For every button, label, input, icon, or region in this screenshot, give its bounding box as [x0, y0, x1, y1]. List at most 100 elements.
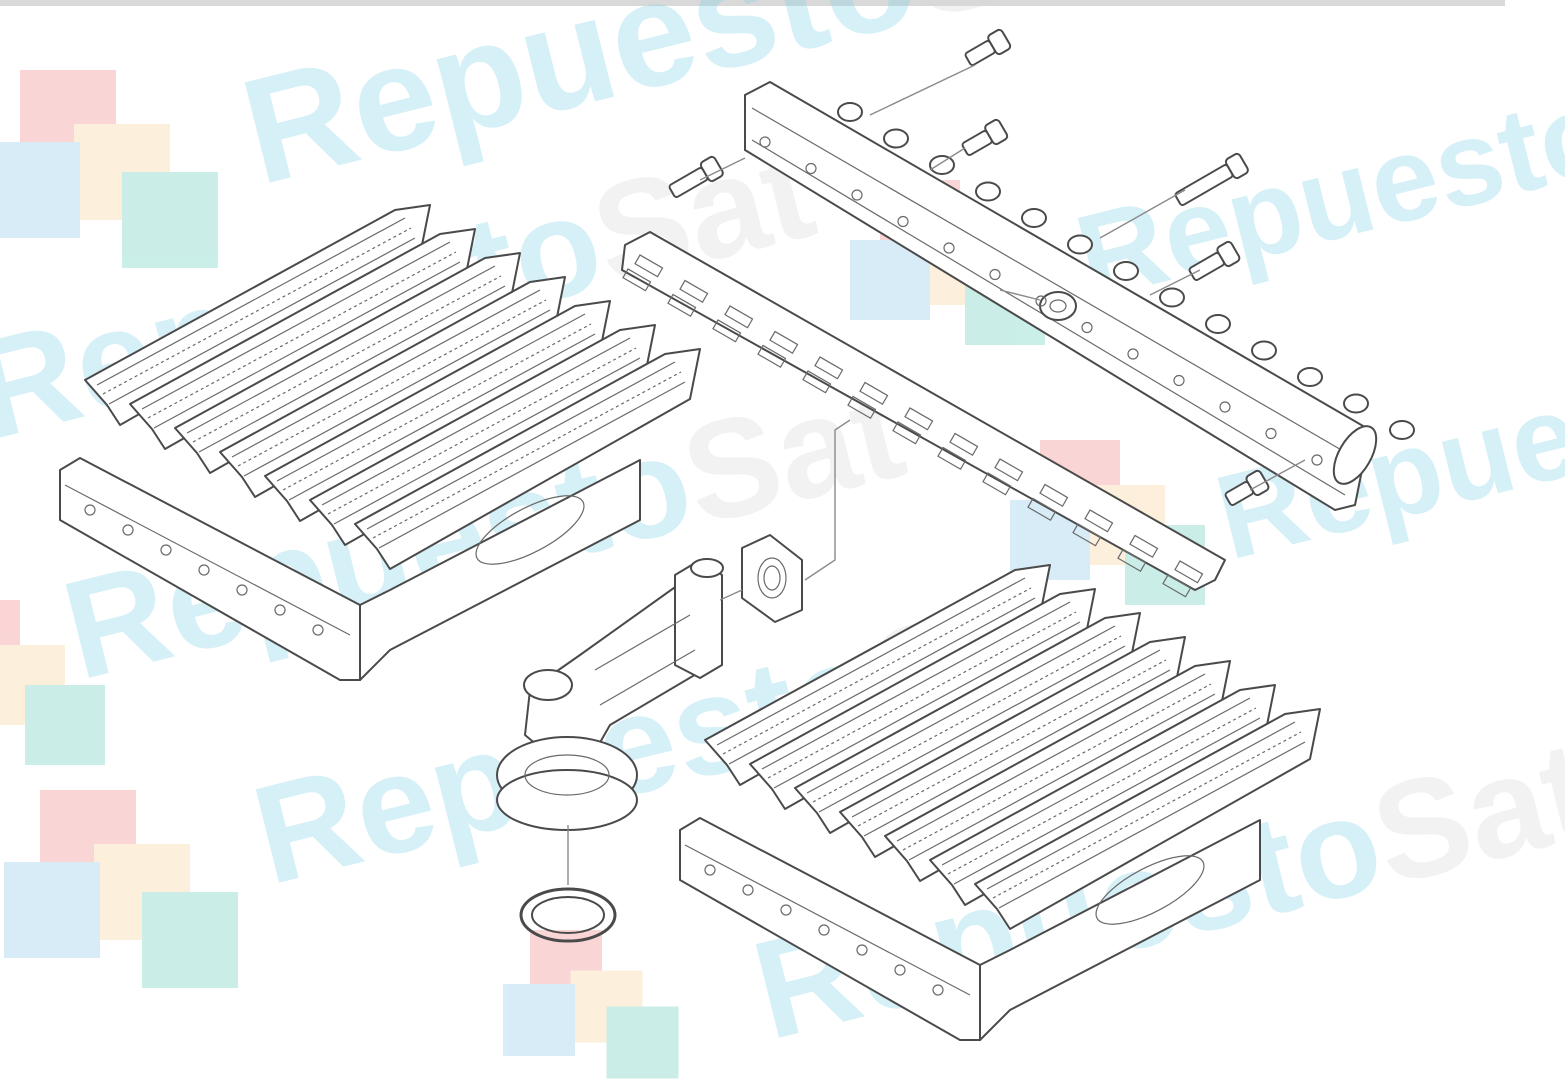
- screw-head: [984, 118, 1009, 146]
- blade-slot-row: [992, 731, 1302, 899]
- end-plate: [979, 819, 1261, 1041]
- screw: [964, 28, 1012, 66]
- watermark-logo: [0, 600, 105, 765]
- watermark-word-tail: Sat: [890, 0, 1157, 51]
- watermark-text: RepuestoSat: [1064, 18, 1565, 325]
- gasket-tab: [847, 395, 877, 419]
- screw-head: [1216, 240, 1241, 268]
- base-rail-edge: [684, 844, 971, 996]
- gasket-tab: [757, 344, 787, 368]
- logo-square-teal: [25, 685, 105, 765]
- injector-boss: [837, 102, 863, 122]
- logo-square-blue: [3, 862, 100, 958]
- blade-slot-row: [198, 285, 506, 453]
- end-plate: [359, 459, 641, 681]
- o-ring: [519, 887, 617, 943]
- blade-slot-row: [366, 361, 676, 530]
- blade-slot-row: [863, 669, 1171, 837]
- blade-slot-row: [231, 289, 541, 458]
- gasket-tab: [679, 279, 709, 303]
- injector-hole: [851, 189, 863, 201]
- gasket-tab: [769, 330, 799, 354]
- gasket-tab: [712, 319, 742, 343]
- top-divider: [0, 0, 1505, 6]
- injector-boss: [929, 155, 955, 175]
- screw-head: [699, 155, 724, 183]
- watermark-logo: [0, 70, 219, 268]
- screw: [668, 155, 724, 198]
- rail-hole: [312, 624, 324, 636]
- gasket-tab: [1162, 574, 1192, 598]
- rail-hole: [704, 864, 716, 876]
- fasteners: [668, 28, 1270, 506]
- blade-slot-row: [857, 659, 1167, 827]
- injector-hole: [1173, 374, 1185, 387]
- gasket-tab: [1129, 534, 1159, 558]
- burner-bank-right: [679, 564, 1321, 1041]
- gasket-tab: [1027, 497, 1057, 521]
- injector-boss: [1021, 208, 1047, 228]
- gasket-tab: [814, 356, 844, 380]
- blade-slot-row: [378, 381, 686, 549]
- blade-slot-row: [761, 601, 1071, 770]
- leader-lines: [567, 64, 1306, 885]
- blade-slot-row: [186, 265, 496, 434]
- blade-slot-row: [372, 371, 682, 539]
- blade-slot-row: [321, 337, 631, 506]
- injector-hole: [759, 136, 771, 148]
- blade-slot-row: [767, 611, 1077, 779]
- gasket-tab: [904, 407, 934, 431]
- rail-hole: [742, 884, 754, 896]
- blade-slot-row: [998, 741, 1306, 909]
- rail-hole: [780, 904, 792, 916]
- injector-manifold: [744, 81, 1415, 511]
- rail-hole: [122, 524, 134, 536]
- gasket-tab: [892, 421, 922, 445]
- watermark-logo: [503, 930, 679, 1079]
- rail-hole: [932, 984, 944, 996]
- blade-slot-row: [851, 649, 1161, 818]
- rail-hole: [84, 504, 96, 516]
- blade-slot-row: [237, 299, 547, 467]
- injector-boss: [1297, 367, 1323, 387]
- rail-hole: [894, 964, 906, 976]
- injector-boss: [1251, 340, 1277, 361]
- gasket-tab: [994, 458, 1024, 482]
- rail-hole: [274, 604, 286, 616]
- watermark-word-main: Repuesto: [1064, 63, 1565, 325]
- gasket-tab: [667, 293, 697, 317]
- gasket-tab: [937, 446, 967, 470]
- gasket-tab: [1174, 560, 1204, 584]
- blade-slot-row: [282, 323, 592, 491]
- blade-slot-row: [141, 241, 451, 410]
- rail-hole: [856, 944, 868, 956]
- blade-slot-row: [288, 333, 596, 501]
- injector-hole: [1035, 295, 1047, 307]
- injector-hole: [897, 215, 909, 228]
- injector-boss: [1205, 314, 1231, 334]
- injector-hole: [1219, 401, 1231, 413]
- injector-hole: [805, 162, 817, 175]
- injector-boss: [1113, 261, 1139, 281]
- gas-elbow-pipe: [496, 558, 724, 831]
- gasket-tab: [949, 432, 979, 456]
- gasket-tab: [724, 305, 754, 329]
- blade-slot-row: [812, 635, 1122, 803]
- injector-boss: [1067, 234, 1093, 255]
- end-plate-slot: [475, 495, 585, 565]
- blade-slot-row: [806, 625, 1116, 794]
- injector-boss: [883, 128, 909, 149]
- screw: [961, 118, 1009, 156]
- blade-slot-row: [773, 621, 1081, 789]
- injector-gasket-strip: [621, 231, 1226, 598]
- injector-boss: [1343, 393, 1369, 414]
- blade-slot-row: [153, 261, 461, 429]
- logo-square-blue: [503, 984, 575, 1056]
- rail-hole: [818, 924, 830, 936]
- injector-hole: [1311, 454, 1323, 466]
- blade-slot-row: [896, 673, 1206, 842]
- logo-square-blue: [0, 142, 80, 238]
- electrode: [1174, 152, 1249, 206]
- blade-slot-row: [108, 237, 416, 405]
